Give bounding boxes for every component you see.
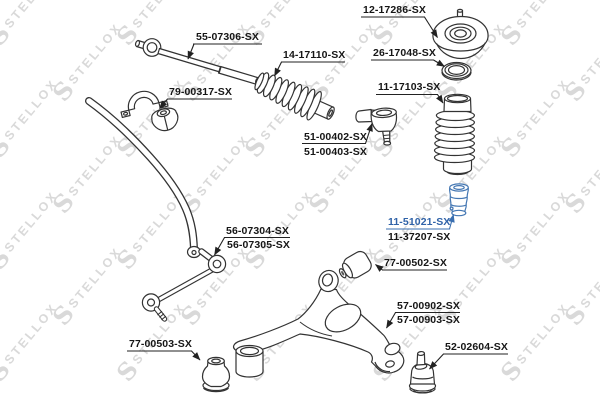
label-bearing[interactable]: 26-17048-SX: [373, 47, 436, 59]
label-stab-link-a[interactable]: 56-07304-SX: [226, 225, 289, 237]
part-bearing: [441, 61, 472, 81]
label-stab-bracket[interactable]: 79-00317-SX: [169, 86, 232, 98]
part-bump-stop: [448, 183, 469, 217]
callout-tie-rod-end: [302, 122, 373, 145]
callout-stab-bracket: [159, 98, 232, 109]
part-ball-joint: [408, 350, 437, 394]
part-rack-boot: [254, 72, 335, 121]
label-arm-bushing-rear[interactable]: 77-00502-SX: [384, 257, 447, 269]
label-strut-boot[interactable]: 11-17103-SX: [378, 81, 441, 93]
label-tie-rod-end-a[interactable]: 51-00402-SX: [304, 131, 367, 143]
callout-arm-bushing-front: [127, 350, 201, 361]
callout-bump-stop: [386, 213, 455, 230]
callout-strut-boot: [376, 93, 444, 104]
part-tie-rod-end: [355, 107, 398, 146]
label-tie-rod[interactable]: 55-07306-SX: [196, 31, 259, 43]
callout-control-arm: [386, 311, 460, 329]
label-ball-joint[interactable]: 52-02604-SX: [445, 341, 508, 353]
part-stab-link: [141, 248, 227, 322]
callout-tie-rod: [187, 43, 262, 60]
part-arm-bushing-rear: [338, 250, 372, 279]
callout-arm-bushing-rear: [375, 264, 447, 272]
label-control-arm-b[interactable]: 57-00903-SX: [397, 314, 460, 326]
part-stab-bushing: [151, 107, 179, 132]
label-tie-rod-end-b[interactable]: 51-00403-SX: [304, 146, 367, 158]
label-bump-stop-a[interactable]: 11-51021-SX: [388, 216, 451, 228]
part-control-arm: [232, 269, 405, 378]
callout-stab-link: [214, 236, 290, 256]
part-tie-rod: [134, 38, 263, 87]
part-strut-mount: [432, 8, 489, 60]
callout-strut-mount: [361, 16, 438, 38]
label-bump-stop-b[interactable]: 11-37207-SX: [388, 231, 451, 243]
part-sway-bar: [85, 97, 202, 259]
part-strut-boot: [433, 93, 476, 176]
callout-ball-joint: [429, 353, 508, 370]
label-strut-mount[interactable]: 12-17286-SX: [363, 4, 426, 16]
callout-bearing: [371, 59, 445, 67]
label-rack-boot[interactable]: 14-17110-SX: [283, 49, 346, 61]
callout-rack-boot: [274, 61, 345, 77]
label-control-arm-a[interactable]: 57-00902-SX: [397, 300, 460, 312]
part-arm-bushing-front: [201, 356, 231, 393]
label-arm-bushing-front[interactable]: 77-00503-SX: [129, 338, 192, 350]
label-stab-link-b[interactable]: 56-07305-SX: [227, 239, 290, 251]
